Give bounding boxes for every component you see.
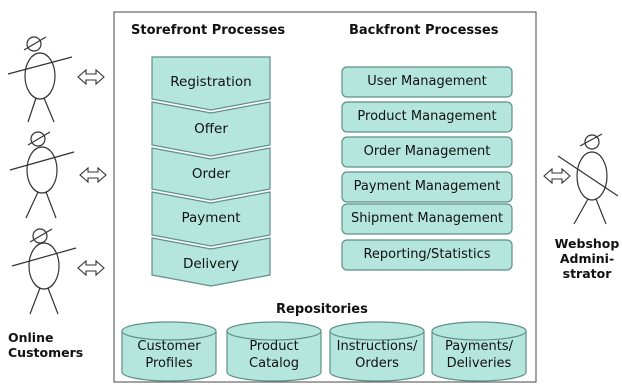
customer-figure-2	[9, 131, 75, 219]
step-offer: Offer	[194, 121, 228, 137]
repo-line2: Orders	[355, 356, 399, 371]
step-delivery: Delivery	[182, 256, 240, 272]
repo-line1: Customer	[137, 339, 201, 354]
repo-product-catalog: Product Catalog	[227, 338, 321, 372]
double-arrow-icon	[77, 68, 105, 86]
admin-figure	[557, 133, 619, 225]
repository-cylinders	[121, 321, 527, 382]
repositories-header: Repositories	[276, 302, 368, 317]
cylinder-payments-deliveries	[431, 321, 527, 382]
customer-figure-1	[7, 36, 73, 123]
repo-line1: Product	[249, 339, 299, 354]
repo-line1: Instructions/	[336, 339, 418, 354]
bproc-box-6	[341, 239, 513, 271]
step-order: Order	[191, 166, 231, 182]
bproc-box-4	[341, 171, 513, 203]
actor-line1: Webshop	[554, 236, 620, 251]
bproc-box-2	[341, 101, 513, 133]
bproc-reporting-statistics: Reporting/Statistics	[363, 247, 491, 262]
bproc-user-management: User Management	[367, 74, 487, 89]
arrows	[77, 68, 571, 277]
actor-line2: Admini-	[559, 251, 615, 266]
repo-payments-deliveries: Payments/ Deliveries	[432, 338, 526, 372]
actor-line2: Customers	[8, 345, 84, 360]
bproc-box-3	[341, 136, 513, 168]
step-registration: Registration	[170, 74, 252, 90]
storefront-header: Storefront Processes	[131, 23, 286, 38]
cylinder-product-catalog	[226, 321, 322, 382]
bproc-payment-management: Payment Management	[353, 179, 501, 194]
repo-instructions-orders: Instructions/ Orders	[330, 338, 424, 372]
step-shape-delivery	[151, 237, 271, 287]
bproc-box-5	[341, 203, 513, 235]
cylinder-instructions-orders	[329, 321, 425, 382]
repo-line2: Catalog	[249, 356, 299, 371]
bproc-box-1	[341, 66, 513, 98]
step-shape-registration	[151, 56, 271, 111]
step-shape-offer	[151, 101, 271, 157]
repo-customer-profiles: Customer Profiles	[122, 338, 216, 372]
double-arrow-icon	[79, 166, 107, 184]
online-customers-label: Online Customers	[8, 330, 94, 360]
cylinder-customer-profiles	[121, 321, 217, 382]
backfront-boxes	[341, 66, 513, 271]
step-shape-order	[151, 147, 271, 201]
repo-line2: Profiles	[145, 356, 193, 371]
storefront-flow	[151, 56, 271, 287]
backfront-header: Backfront Processes	[349, 23, 499, 38]
bproc-product-management: Product Management	[357, 109, 497, 124]
customer-figure-3	[11, 228, 77, 315]
actor-line3: strator	[562, 266, 612, 281]
step-payment: Payment	[181, 210, 241, 226]
double-arrow-icon	[543, 167, 571, 185]
webshop-admin-label: Webshop Admini- strator	[552, 236, 622, 281]
step-shape-payment	[151, 191, 271, 247]
actor-line1: Online	[8, 330, 54, 345]
double-arrow-icon	[77, 259, 105, 277]
bproc-order-management: Order Management	[363, 144, 491, 159]
bproc-shipment-management: Shipment Management	[350, 211, 504, 226]
repo-line2: Deliveries	[446, 356, 512, 371]
repo-line1: Payments/	[444, 339, 514, 354]
